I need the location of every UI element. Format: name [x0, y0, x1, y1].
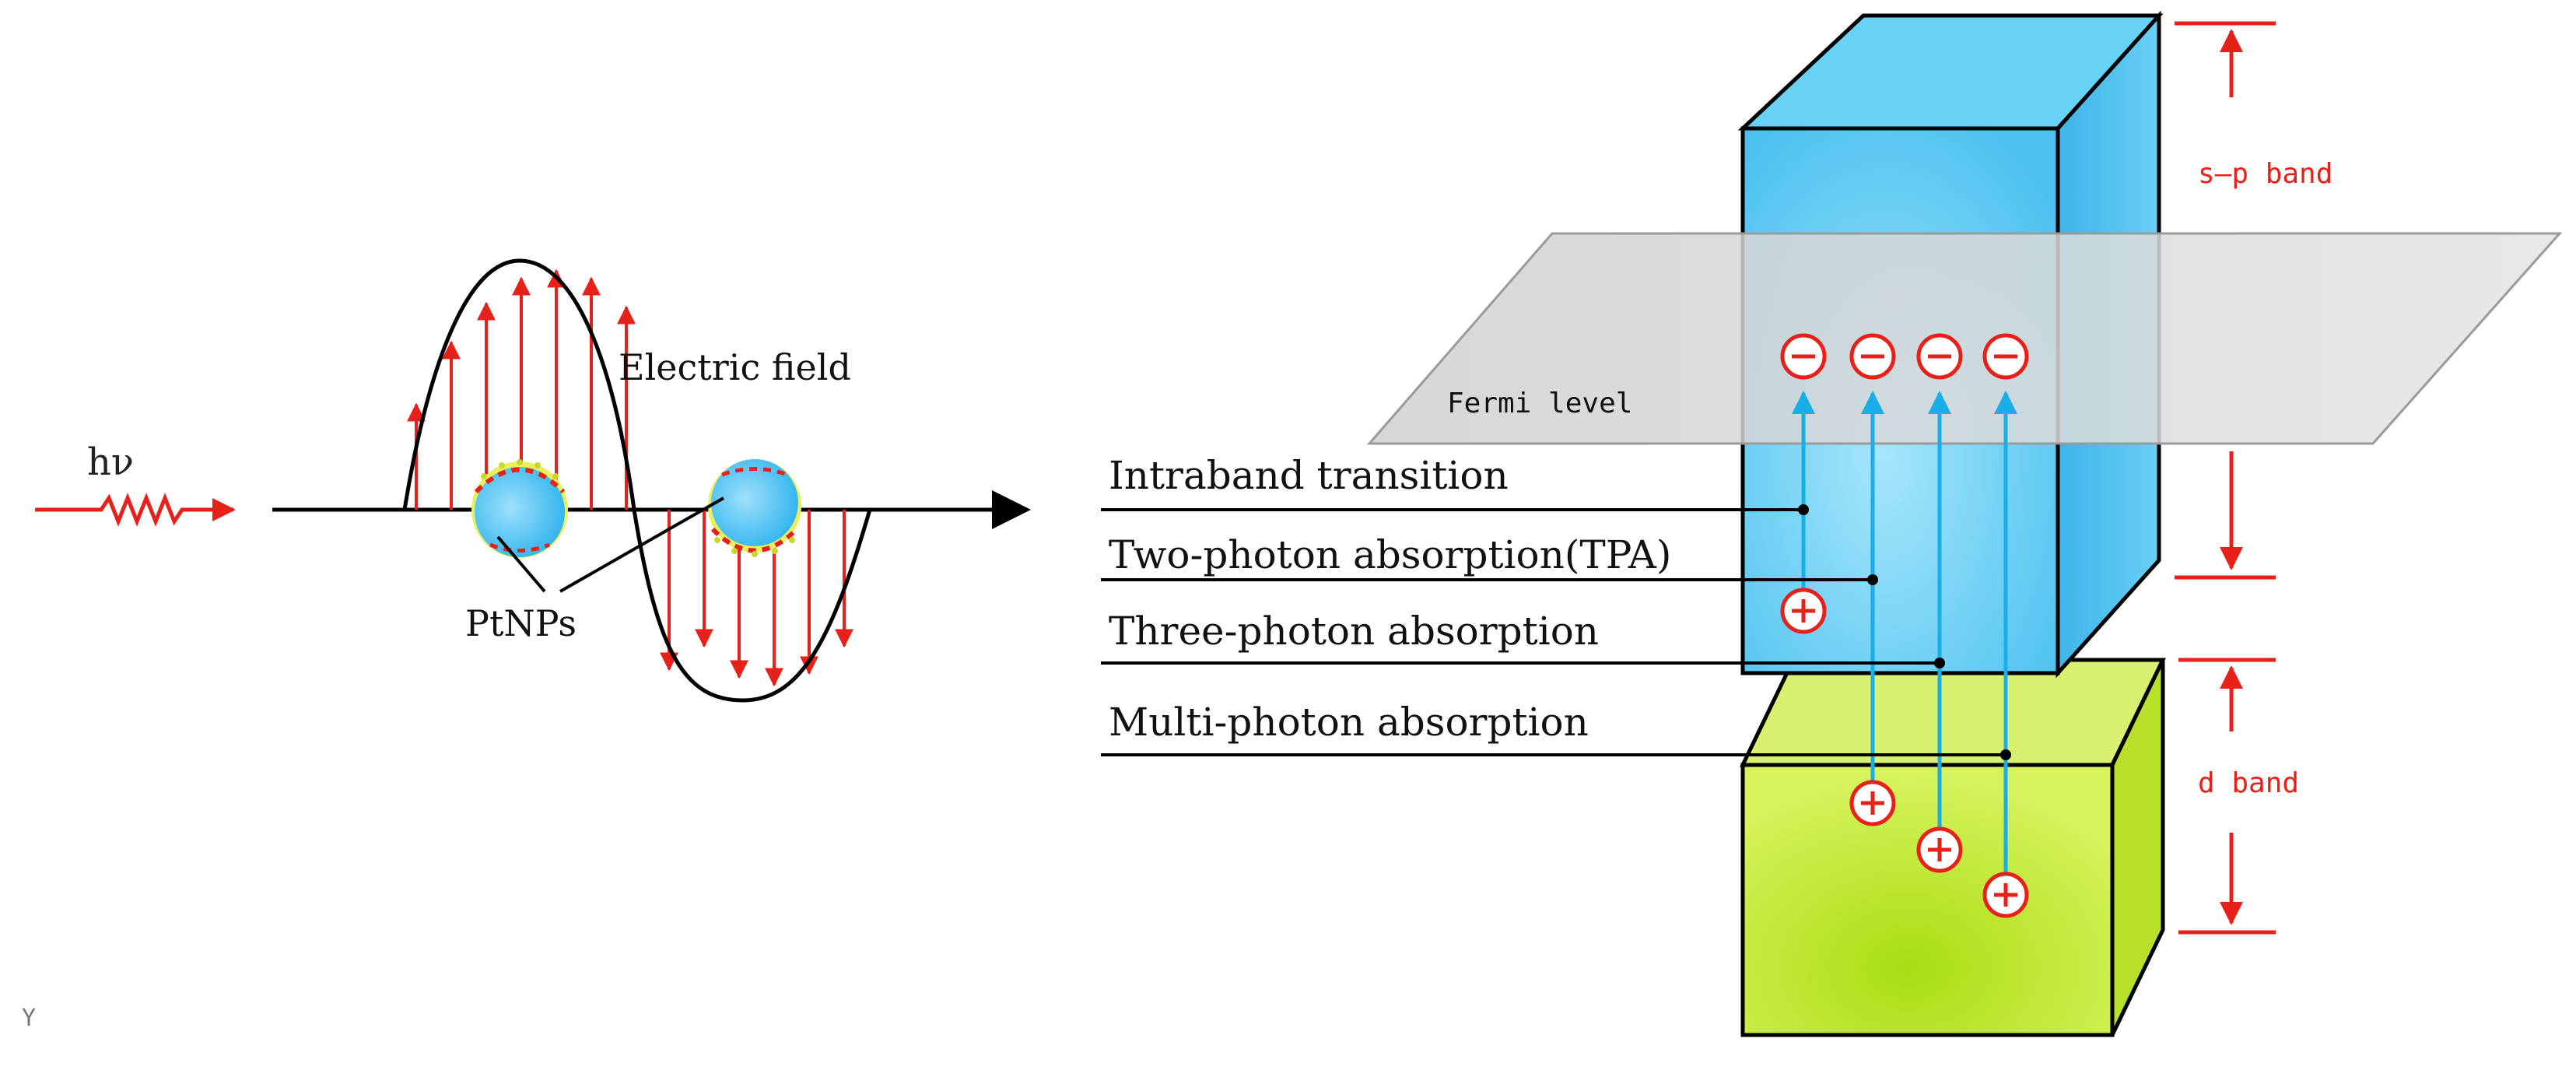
plus-circle-icon	[1849, 780, 1896, 826]
transition-arrows	[1792, 391, 2017, 881]
electric-field-curve	[402, 258, 872, 703]
transition-label-multi-photon: Multi-photon absorption	[1109, 700, 1589, 745]
ptnps-leader-1	[496, 535, 546, 593]
transition-label-three-photon: Three-photon absorption	[1109, 609, 1599, 654]
transition-label-two-photon: Two-photon absorption(TPA)	[1109, 532, 1671, 577]
photon-group: hν	[35, 440, 236, 527]
electron-icons	[1780, 333, 2029, 380]
sp-band-label: s–p band	[2198, 158, 2332, 190]
transition-leader-dots	[1798, 504, 2011, 760]
transition-label-intraband: Intraband transition	[1109, 453, 1509, 498]
minus-circle-icon	[1916, 333, 1963, 380]
plus-circle-icon	[1916, 826, 1963, 873]
photon-wave	[35, 493, 236, 527]
corner-mark: Y	[22, 1005, 36, 1032]
photon-label: hν	[87, 440, 134, 484]
minus-circle-icon	[1849, 333, 1896, 380]
d-band-block	[1740, 658, 2166, 1037]
plus-circle-icon	[1982, 872, 2029, 918]
fermi-level-label: Fermi level	[1447, 388, 1632, 419]
nanoparticle-2	[708, 459, 801, 557]
ptnps-leader-2	[559, 496, 724, 593]
minus-circle-icon	[1780, 333, 1827, 380]
plus-circle-icon	[1780, 588, 1827, 634]
hole-icons	[1780, 588, 2029, 918]
d-band-dimension	[2178, 658, 2276, 935]
transition-leaders	[1101, 508, 2006, 756]
fermi-level-plane	[1366, 232, 2563, 445]
ptnps-label: PtNPs	[465, 602, 577, 644]
d-band-label: d band	[2198, 767, 2299, 799]
minus-circle-icon	[1982, 333, 2029, 380]
nanoparticle-1	[471, 459, 568, 558]
sp-band-dimension	[2175, 21, 2276, 580]
electric-field-label: Electric field	[619, 346, 851, 388]
